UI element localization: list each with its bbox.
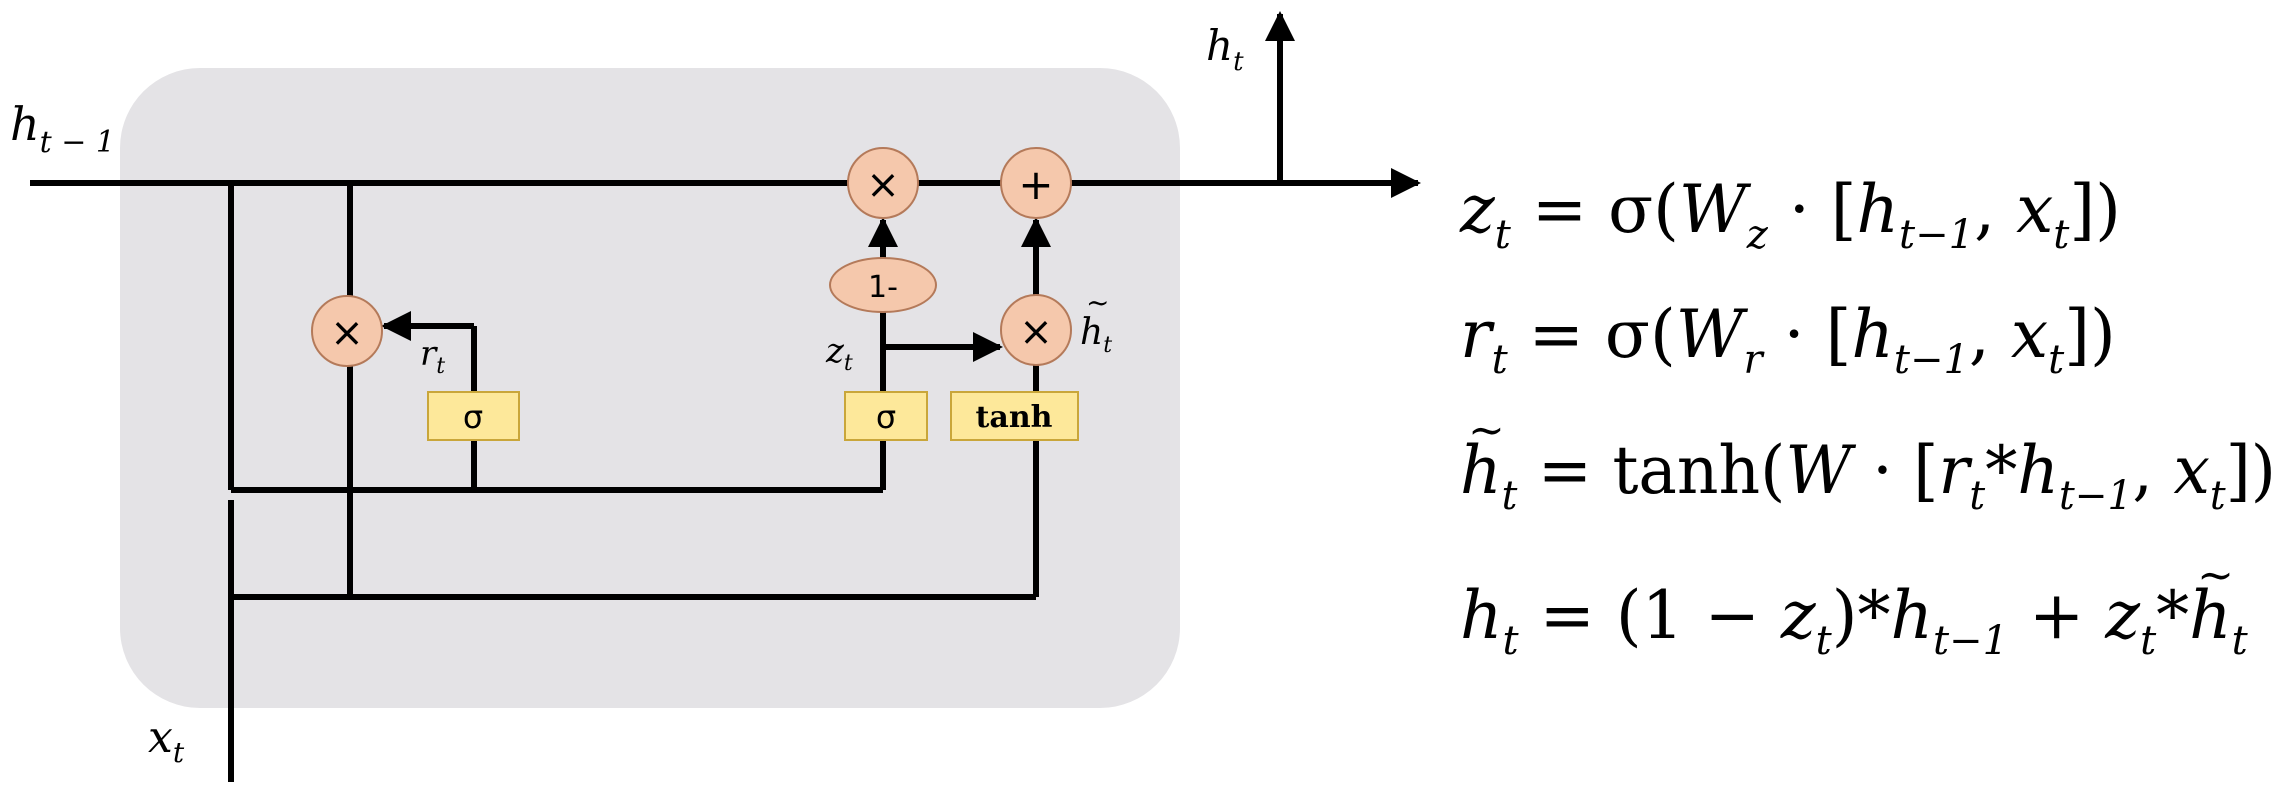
equation-3: ht​ = tanh(W · [rt​*ht−1​, xt​]) [1460,432,2276,519]
update-gate-sigma: σ [844,391,928,441]
svg-text:×: × [330,310,364,356]
label-z: zt [825,331,853,376]
label-r: rt [420,334,445,379]
reset-gate-sigma: σ [427,391,520,441]
svg-text:ht: ht [1080,312,1112,358]
svg-text:+: + [1018,160,1053,209]
label-x: xt [148,712,185,769]
equation-4: ht​ = (1 − zt​)*ht−1​ + zt​*ht​ [1460,577,2249,664]
gru-equations: zt​ = σ(Wz​ · [ht−1​, xt​]) rt​ = σ(Wr​ ·… [1459,171,2276,664]
candidate-tanh: tanh [950,391,1079,441]
reset-multiply-op: × [311,295,383,367]
label-h-tilde: ht ~ [1080,286,1112,358]
svg-text:~: ~ [1086,286,1109,319]
one-minus-op: 1- [829,257,937,313]
tilde-accent: ~ [1468,405,1505,456]
tilde-accent: ~ [2197,550,2234,601]
candidate-multiply-op: × [1000,294,1072,366]
svg-text:tanh: tanh [976,400,1053,435]
equation-1: zt​ = σ(Wz​ · [ht−1​, xt​]) [1459,171,2121,258]
svg-text:σ: σ [463,398,483,436]
label-h-prev: ht − 1 [10,97,115,160]
svg-text:1-: 1- [868,270,898,305]
label-h-out: ht [1206,21,1244,77]
add-op: + [1000,147,1072,219]
svg-text:×: × [1019,309,1053,355]
svg-text:σ: σ [876,398,896,436]
gru-cell-background [120,68,1180,708]
update-multiply-op: × [847,147,919,219]
equation-2: rt​ = σ(Wr​ · [ht−1​, xt​]) [1460,296,2116,383]
svg-text:×: × [866,162,900,208]
